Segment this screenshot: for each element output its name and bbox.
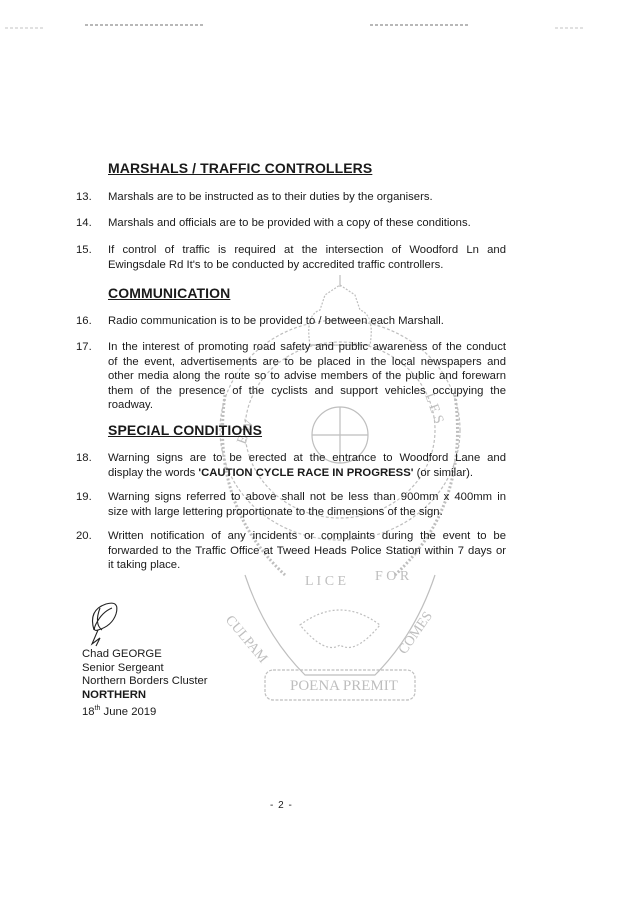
condition-item-14: 14. Marshals and officials are to be pro…	[76, 216, 506, 231]
signature-date: 18th June 2019	[82, 702, 208, 719]
signatory-rank: Senior Sergeant	[82, 661, 164, 674]
item-number: 17.	[76, 341, 92, 353]
section-heading-special-conditions: SPECIAL CONDITIONS	[108, 422, 263, 438]
item-text: Warning signs are to be erected at the e…	[108, 452, 506, 464]
item-text: Written notification of any incidents or…	[108, 530, 506, 542]
date-month-year: June 2019	[100, 705, 157, 718]
item-number: 13.	[76, 191, 92, 203]
condition-item-19: 19. Warning signs referred to above shal…	[76, 490, 506, 519]
item-text: If control of traffic is required at the…	[108, 244, 506, 256]
item-text: In the interest of promoting road safety…	[108, 341, 506, 353]
item-text: Radio communication is to be provided to…	[108, 315, 444, 327]
signature-icon	[90, 602, 118, 647]
item-text: it taking place.	[108, 559, 181, 571]
item-text: (or similar).	[413, 466, 474, 479]
section-heading-communication: COMMUNICATION	[108, 285, 231, 301]
item-text: other media along the route so to advise…	[108, 370, 506, 382]
item-text: forwarded to the Traffic Office at Tweed…	[108, 544, 506, 557]
item-text: display the words	[108, 466, 199, 479]
condition-item-17: 17. In the interest of promoting road sa…	[76, 340, 506, 413]
page-number: - 2 -	[270, 800, 293, 811]
signatory-region: NORTHERN	[82, 688, 147, 701]
warning-sign-wording: 'CAUTION CYCLE RACE IN PROGRESS'	[198, 466, 414, 479]
item-text: Marshals are to be instructed as to thei…	[108, 191, 433, 203]
date-suffix: th	[94, 705, 101, 712]
item-number: 18.	[76, 452, 92, 464]
item-number: 20.	[76, 530, 92, 542]
condition-item-13: 13. Marshals are to be instructed as to …	[76, 190, 506, 205]
item-text: Warning signs referred to above shall no…	[108, 491, 506, 503]
item-number: 16.	[76, 315, 92, 327]
signatory-name: Chad GEORGE	[82, 648, 162, 660]
item-text: size with large lettering proportionate …	[108, 505, 443, 518]
section-heading-marshals: MARSHALS / TRAFFIC CONTROLLERS	[108, 160, 373, 176]
condition-item-20: 20. Written notification of any incident…	[76, 529, 506, 573]
date-day: 18	[82, 705, 95, 718]
item-text: of the event, advertisements are to be p…	[108, 355, 506, 368]
item-number: 19.	[76, 491, 92, 503]
item-text: roadway.	[108, 399, 153, 411]
condition-item-15: 15. If control of traffic is required at…	[76, 243, 506, 272]
item-text-line-2: display the words 'CAUTION CYCLE RACE IN…	[108, 466, 506, 481]
item-number: 15.	[76, 244, 92, 256]
signatory-unit: Northern Borders Cluster	[82, 675, 208, 687]
item-text: them of the presence of the cyclists and…	[108, 384, 506, 397]
condition-item-18: 18. Warning signs are to be erected at t…	[76, 451, 506, 480]
signatory-block: Chad GEORGE Senior Sergeant Northern Bor…	[82, 648, 208, 719]
scan-artifact-header	[0, 22, 638, 32]
condition-item-16: 16. Radio communication is to be provide…	[76, 314, 506, 329]
item-text: Marshals and officials are to be provide…	[108, 217, 471, 229]
item-text: Ewingsdale Rd It's to be conducted by ac…	[108, 258, 444, 271]
item-number: 14.	[76, 217, 92, 229]
